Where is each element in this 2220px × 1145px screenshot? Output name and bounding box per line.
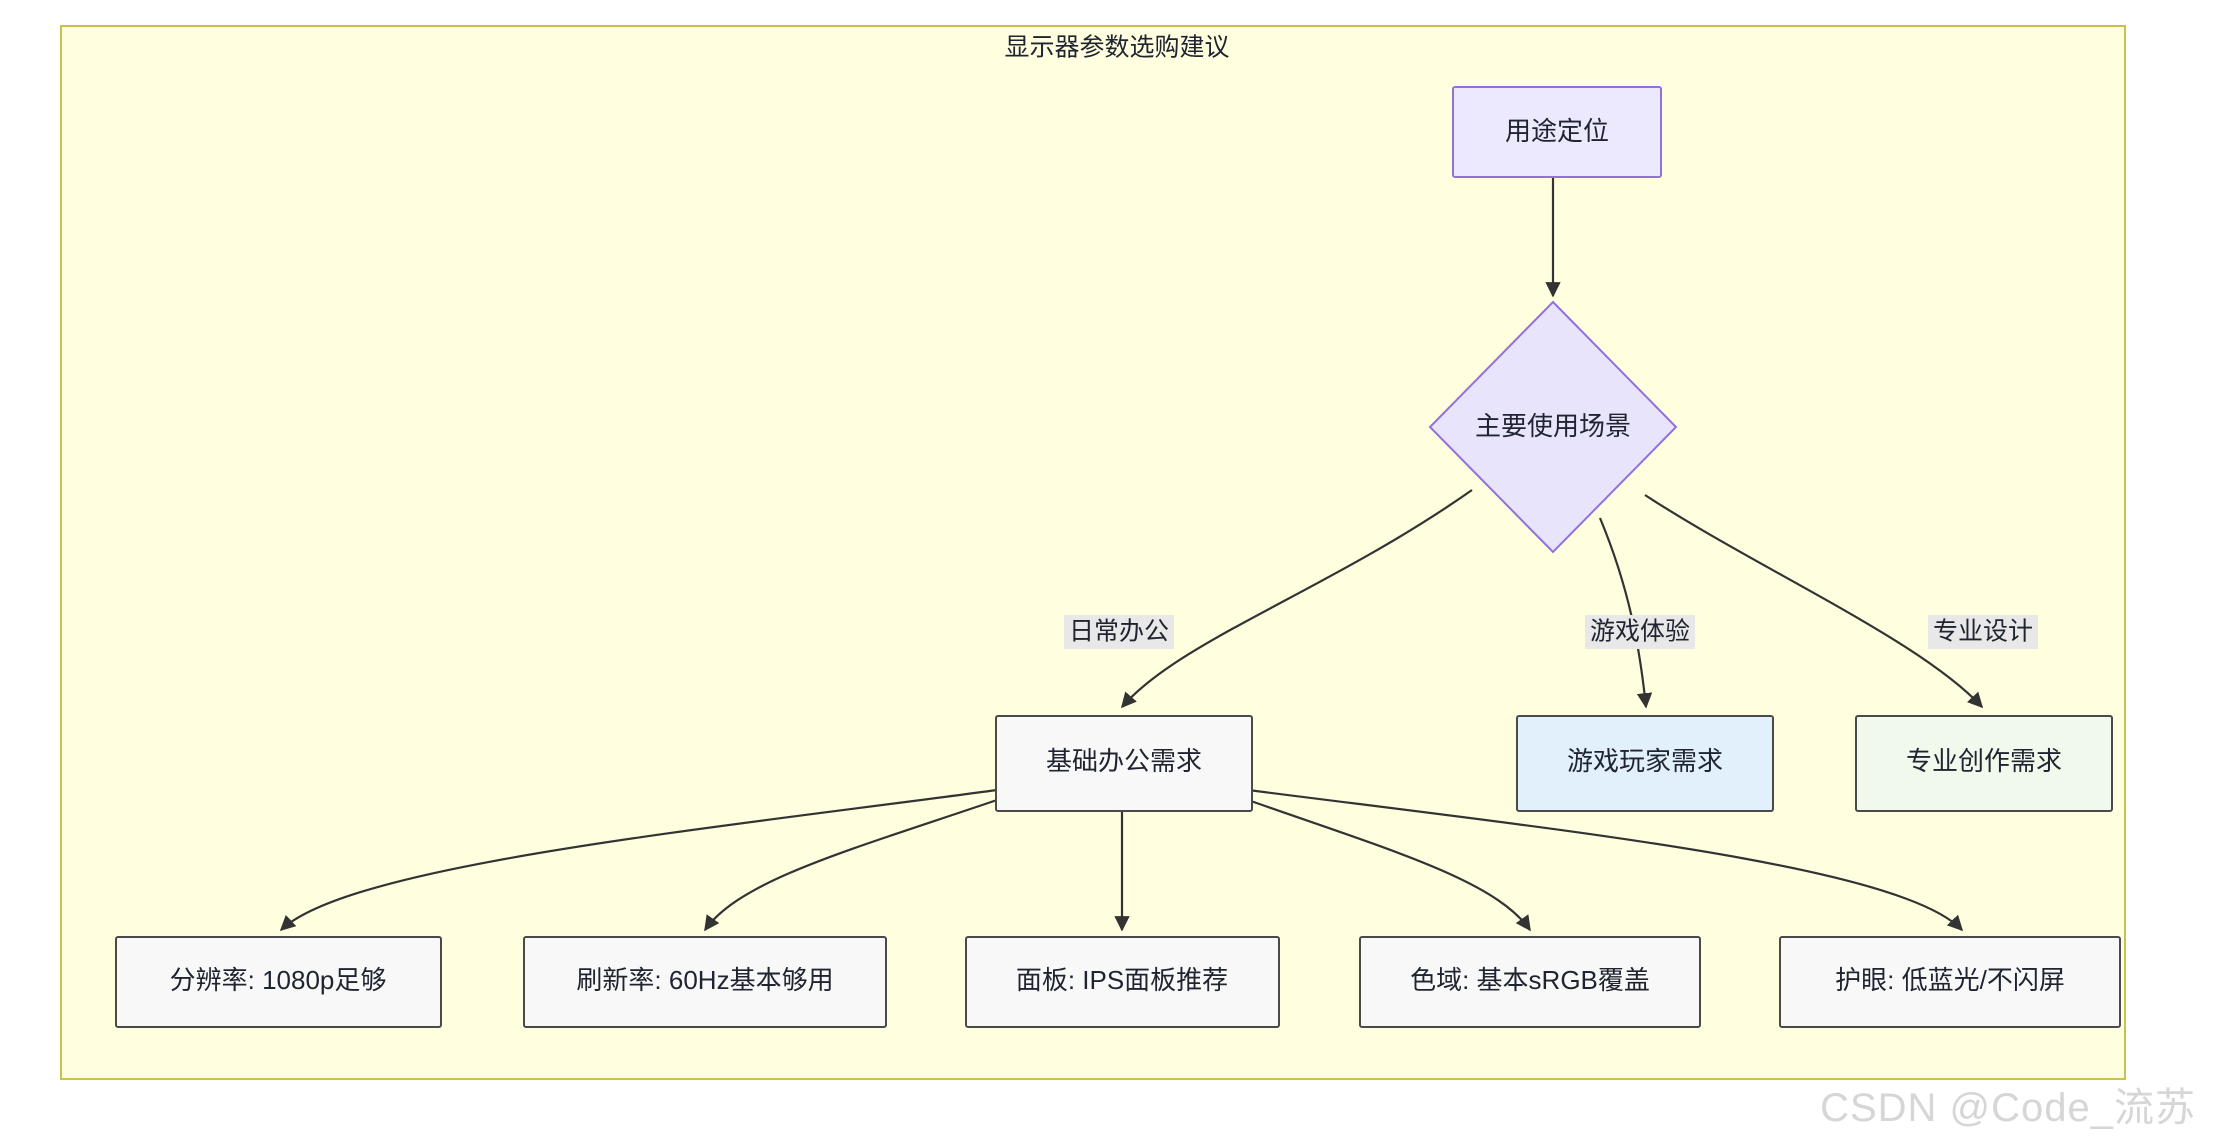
diagram-frame [60,25,2126,1080]
csdn-watermark: CSDN @Code_流苏 [1820,1086,2196,1130]
